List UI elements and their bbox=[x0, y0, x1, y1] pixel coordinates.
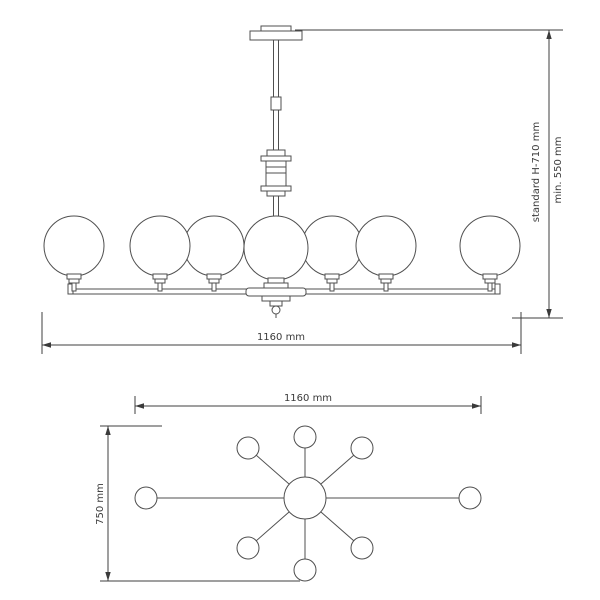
plan-hub bbox=[283, 476, 327, 520]
globe-front-left bbox=[129, 215, 191, 277]
cup-base bbox=[380, 278, 392, 284]
plan-depth-dimension-label: 750 mm bbox=[95, 483, 106, 525]
front-height-min-label: min. 550 mm bbox=[553, 137, 564, 204]
center-cup-base bbox=[263, 282, 289, 289]
globe-far-right bbox=[459, 215, 521, 277]
finial-cap bbox=[269, 300, 283, 307]
cup-top bbox=[152, 273, 168, 280]
ceiling-mount-knob bbox=[260, 25, 292, 32]
globe-back-right bbox=[301, 215, 363, 277]
arrowhead-right bbox=[472, 403, 481, 409]
arrowhead-down bbox=[105, 572, 111, 581]
hub-collar bbox=[261, 295, 291, 302]
cup-base bbox=[68, 278, 80, 284]
plan-globe-e bbox=[458, 486, 482, 510]
cup-base bbox=[154, 278, 166, 284]
plan-globe-s bbox=[293, 558, 317, 582]
finial-ball bbox=[271, 305, 281, 315]
cup-base bbox=[326, 278, 338, 284]
cup-top bbox=[378, 273, 394, 280]
plan-globe-se bbox=[350, 536, 374, 560]
arm-bar-endcap-right bbox=[494, 283, 501, 295]
stem-coupler bbox=[270, 96, 282, 111]
front-view bbox=[43, 25, 521, 318]
arrowhead-down bbox=[546, 309, 552, 318]
cup-top bbox=[206, 273, 222, 280]
plan-globe-w bbox=[134, 486, 158, 510]
ceiling-canopy bbox=[249, 30, 303, 41]
front-height-standard-label: standard H-710 mm bbox=[531, 122, 542, 222]
globe-front-right bbox=[355, 215, 417, 277]
globe-far-left bbox=[43, 215, 105, 277]
globe-back-left bbox=[183, 215, 245, 277]
plan-width-dimension-label: 1160 mm bbox=[284, 393, 332, 404]
cup-stem bbox=[211, 282, 217, 292]
body-flange-bottom bbox=[260, 185, 292, 192]
cup-base bbox=[484, 278, 496, 284]
arrowhead-left bbox=[42, 342, 51, 348]
hub-wing-bar bbox=[245, 287, 307, 297]
arrowhead-right bbox=[512, 342, 521, 348]
cup-stem bbox=[329, 282, 335, 292]
cup-top bbox=[324, 273, 340, 280]
plan-globe-n bbox=[293, 425, 317, 449]
cup-stem bbox=[383, 282, 389, 292]
plan-view bbox=[134, 425, 482, 582]
stem-rod-lower bbox=[273, 109, 279, 151]
arrowhead-up bbox=[546, 30, 552, 39]
body-collar-bottom bbox=[266, 190, 286, 197]
cup-top bbox=[482, 273, 498, 280]
globe-cups bbox=[66, 273, 498, 292]
plan-globe-sw bbox=[236, 536, 260, 560]
cup-stem bbox=[487, 282, 493, 292]
front-width-dimension-label: 1160 mm bbox=[257, 332, 305, 343]
cup-base bbox=[208, 278, 220, 284]
plan-globe-nw bbox=[236, 436, 260, 460]
body-collar-top bbox=[266, 149, 286, 157]
center-cup-top bbox=[267, 277, 285, 284]
stem-rod-upper bbox=[273, 39, 279, 98]
plan-globe-ne bbox=[350, 436, 374, 460]
arrowhead-left bbox=[135, 403, 144, 409]
body-flange-top bbox=[260, 155, 292, 162]
front-view-dimensions: 1160 mm standard H-710 mm min. 550 mm bbox=[41, 29, 564, 354]
cup-top bbox=[66, 273, 82, 280]
arrowhead-up bbox=[105, 426, 111, 435]
globe-center-front bbox=[243, 215, 309, 281]
plan-view-dimensions: 1160 mm 750 mm bbox=[95, 393, 482, 582]
cup-stem bbox=[71, 282, 77, 292]
cup-stem bbox=[157, 282, 163, 292]
